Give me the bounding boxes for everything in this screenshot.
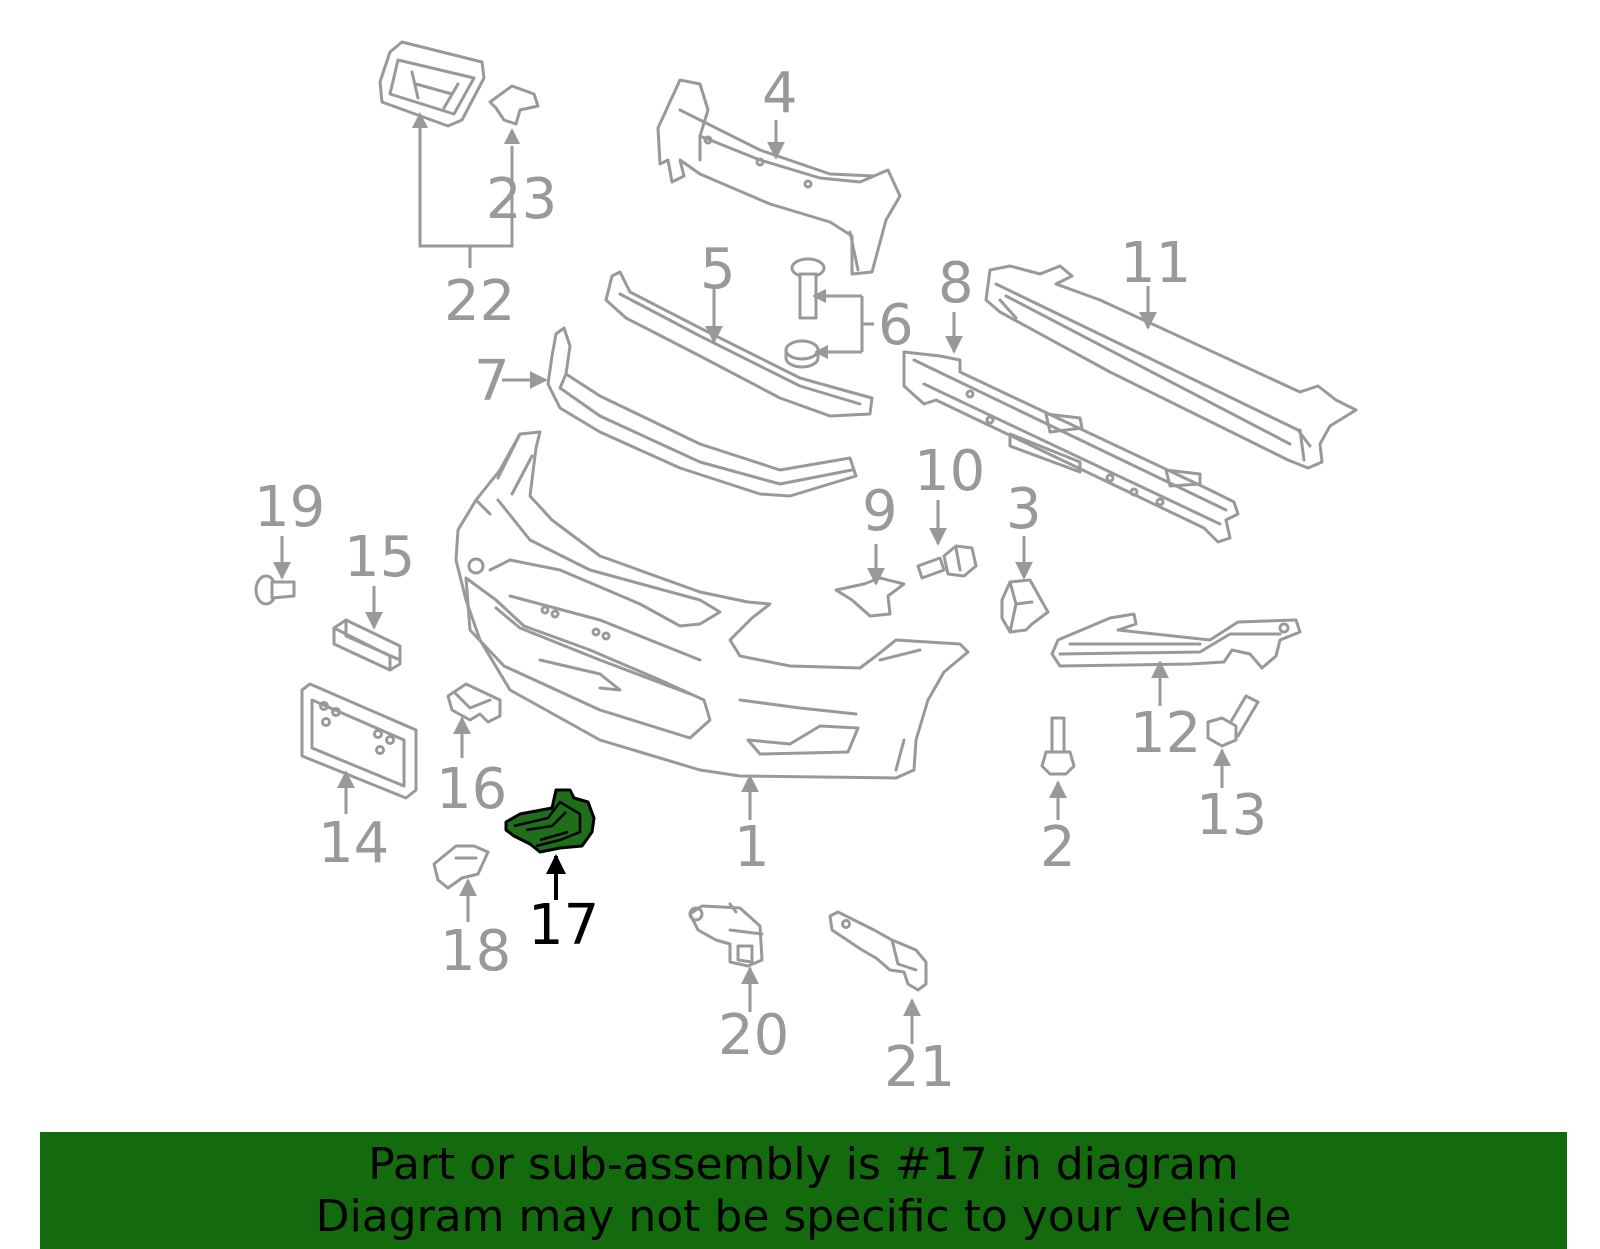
callout-10: 10	[914, 439, 985, 504]
callout-11: 11	[1120, 231, 1191, 296]
part-23-clip	[488, 84, 540, 126]
part-21-bracket	[828, 910, 928, 1044]
callout-18: 18	[440, 919, 511, 984]
part-11-bumper-beam	[984, 264, 1358, 470]
part-2-bolt	[1040, 716, 1076, 820]
callout-4: 4	[762, 61, 798, 126]
callout-8: 8	[938, 251, 974, 316]
callout-22-bracket	[412, 112, 520, 268]
callout-22: 22	[444, 269, 515, 334]
part-16-clip	[446, 682, 502, 758]
part-18-bracket	[432, 844, 490, 922]
callout-1: 1	[734, 815, 770, 880]
callout-7: 7	[474, 349, 510, 414]
callout-14: 14	[318, 811, 389, 876]
part-14-license-bracket	[300, 682, 418, 814]
callout-21: 21	[884, 1035, 955, 1100]
part-3-clip-nut	[1000, 536, 1050, 634]
callout-12: 12	[1130, 701, 1201, 766]
info-banner: Part or sub-assembly is #17 in diagram D…	[40, 1132, 1567, 1249]
part-4-upper-support	[656, 78, 902, 276]
part-9-clip	[834, 544, 906, 618]
callout-6: 6	[878, 293, 914, 358]
part-19-push-pin	[254, 536, 296, 606]
callout-5: 5	[700, 237, 736, 302]
part-17-highlighted	[504, 788, 596, 900]
callout-16: 16	[436, 757, 507, 822]
part-20-connector	[688, 902, 764, 1012]
part-7-lower-trim	[502, 326, 858, 498]
callout-labels: 4 23 22 5 6 7 8 11 10 9 3 19 15 12 13 16…	[254, 61, 1267, 1100]
part-10-bolt	[916, 500, 978, 580]
part-12-side-bracket	[1050, 612, 1302, 706]
callout-3: 3	[1006, 477, 1042, 542]
banner-line-2: Diagram may not be specific to your vehi…	[315, 1190, 1292, 1242]
callout-19: 19	[254, 475, 325, 540]
part-6-bolt-washer	[784, 257, 874, 369]
callout-2: 2	[1040, 815, 1076, 880]
banner-line-1: Part or sub-assembly is #17 in diagram	[368, 1138, 1239, 1190]
part-1-bumper-cover	[454, 430, 970, 820]
callout-23: 23	[486, 167, 557, 232]
part-22-emblem	[378, 40, 486, 128]
callout-15: 15	[344, 525, 415, 590]
part-5-grille-trim	[604, 270, 874, 418]
callout-9: 9	[862, 479, 898, 544]
callout-13: 13	[1196, 783, 1267, 848]
callout-17: 17	[528, 893, 599, 958]
part-15-spacer	[332, 586, 402, 672]
part-13-bolt	[1206, 694, 1260, 788]
part-8-absorber	[902, 312, 1240, 544]
callout-20: 20	[718, 1003, 789, 1068]
